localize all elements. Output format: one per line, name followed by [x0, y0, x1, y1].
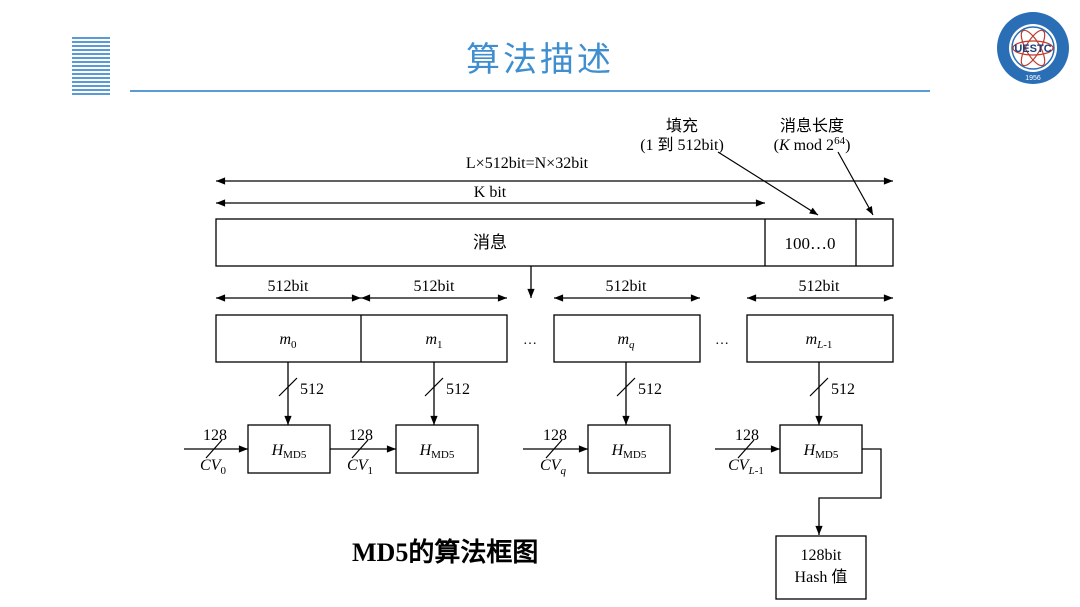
logo-year: 1956: [1025, 75, 1041, 82]
ellipsis: …: [523, 333, 537, 348]
hash-output-size: 128bit: [801, 547, 842, 564]
block-size-label: 512bit: [606, 278, 647, 295]
cv-label: CVL-1: [728, 457, 764, 477]
title-decoration-stripes: [72, 37, 110, 95]
length-callout-arrow: [837, 151, 874, 216]
diagram-caption: MD5的算法框图: [352, 538, 539, 567]
cv-width-label: 128: [203, 427, 227, 444]
input-width-label: 512: [446, 381, 470, 398]
message-bar: [215, 218, 894, 267]
hash-output-label: Hash 值: [795, 568, 848, 586]
cv-label: CV1: [347, 457, 373, 477]
block-size-label: 512bit: [414, 278, 455, 295]
ellipsis: …: [715, 333, 729, 348]
cv-width-label: 128: [543, 427, 567, 444]
cv-label: CV0: [200, 457, 226, 477]
length-label: 消息长度: [780, 117, 844, 135]
hash-output-box: [775, 535, 867, 600]
page-title: 算法描述: [466, 40, 614, 80]
padding-value: 100…0: [785, 234, 836, 253]
cv-width-label: 128: [349, 427, 373, 444]
input-width-label: 512: [831, 381, 855, 398]
block-box: [553, 314, 701, 363]
input-width-label: 512: [638, 381, 662, 398]
block-size-label: 512bit: [268, 278, 309, 295]
title-underline: [130, 90, 930, 92]
padding-callout-arrow: [717, 151, 819, 216]
total-length-label: L×512bit=N×32bit: [466, 155, 589, 172]
padding-label: 填充: [666, 117, 698, 135]
length-formula: (K mod 264): [774, 135, 851, 154]
logo-text: UESTC: [1014, 43, 1051, 55]
university-logo-icon: UESTC 1956: [997, 12, 1069, 84]
block-box: [746, 314, 894, 363]
kbit-label: K bit: [474, 184, 507, 201]
block-size-label: 512bit: [799, 278, 840, 295]
input-width-label: 512: [300, 381, 324, 398]
message-label: 消息: [473, 233, 507, 252]
cv-label: CVq: [540, 457, 566, 477]
padding-range-label: (1 到 512bit): [640, 136, 724, 154]
cv-width-label: 128: [735, 427, 759, 444]
output-arrow: [815, 448, 882, 535]
